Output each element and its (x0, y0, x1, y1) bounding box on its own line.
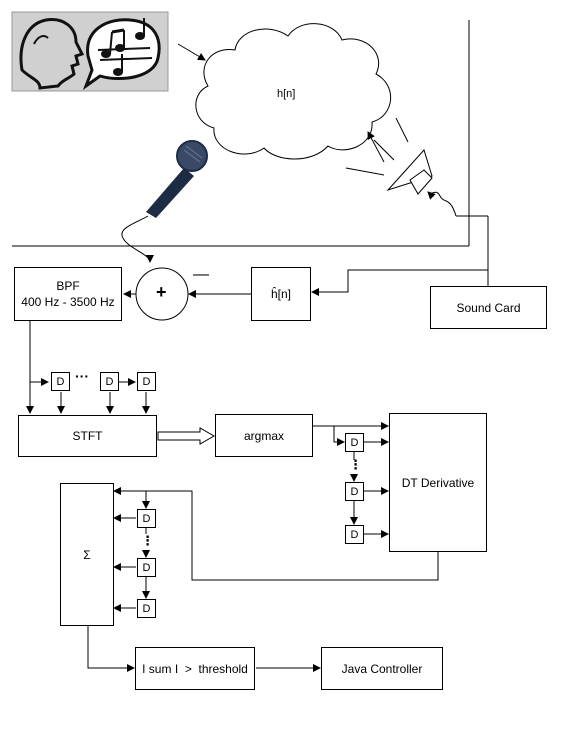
room-cloud (195, 23, 392, 160)
bpf-range: 400 Hz - 3500 Hz (21, 295, 115, 309)
delay-block: D (51, 372, 70, 391)
microphone-icon (146, 140, 208, 218)
speaker-icon (386, 149, 433, 195)
bpf-title: BPF (56, 279, 80, 293)
h-estimate-block: ĥ[n] (251, 267, 311, 321)
adder-plus: + (156, 282, 167, 302)
music-notes-icon (97, 18, 153, 76)
delay-block: D (345, 525, 364, 544)
delay-block: D (137, 599, 156, 618)
delay-block: D (345, 482, 364, 501)
person-singing-sketch-icon (11, 11, 169, 92)
threshold-block: I sum I > threshold (135, 647, 255, 690)
delay-ellipsis-vertical: ⋮ (349, 457, 362, 472)
stft-block: STFT (18, 415, 157, 457)
delay-block: D (100, 372, 119, 391)
speaker-sound-waves-icon (345, 117, 409, 176)
cloud-label: h[n] (277, 88, 296, 100)
argmax-block: argmax (215, 414, 313, 457)
delay-block: D (345, 433, 364, 452)
adder-minus: — (193, 266, 209, 283)
delay-block: D (137, 372, 156, 391)
sound-card-block: Sound Card (430, 286, 547, 329)
bpf-block: BPF 400 Hz - 3500 Hz (14, 267, 122, 321)
java-controller-block: Java Controller (321, 647, 443, 690)
dt-derivative-block: DT Derivative (389, 413, 487, 552)
delay-block: D (137, 509, 156, 528)
delay-block: D (137, 558, 156, 577)
delay-ellipsis: ··· (75, 368, 89, 384)
delay-ellipsis-vertical: ⋮ (141, 533, 154, 548)
sigma-block: Σ (60, 483, 114, 626)
